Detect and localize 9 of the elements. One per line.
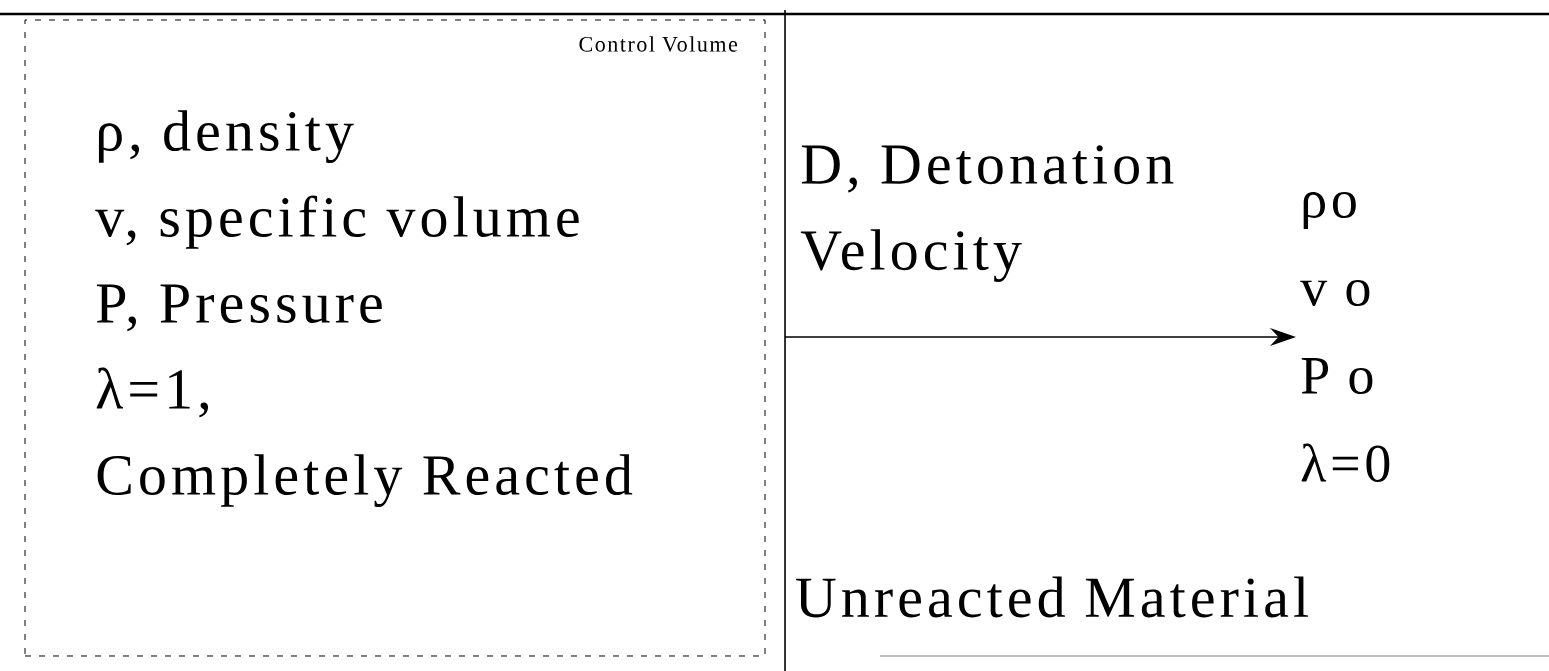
node-label: Completely Reacted [97, 454, 633, 507]
box-heading: Control Volume [579, 36, 738, 52]
edge-label: D, Detonation Velocity [800, 145, 1174, 283]
node-label: v, specific volume [95, 195, 579, 249]
node-label: λ=1, [96, 367, 209, 418]
variable-list: ρ, density v, specific volume P, Pressure λ=1, Completely Reacted [95, 110, 633, 507]
node-label: ρ, density [98, 110, 354, 163]
variable-list: ρo v o P o λ=0 [1300, 192, 1390, 482]
node-label: P, Pressure [96, 284, 382, 332]
